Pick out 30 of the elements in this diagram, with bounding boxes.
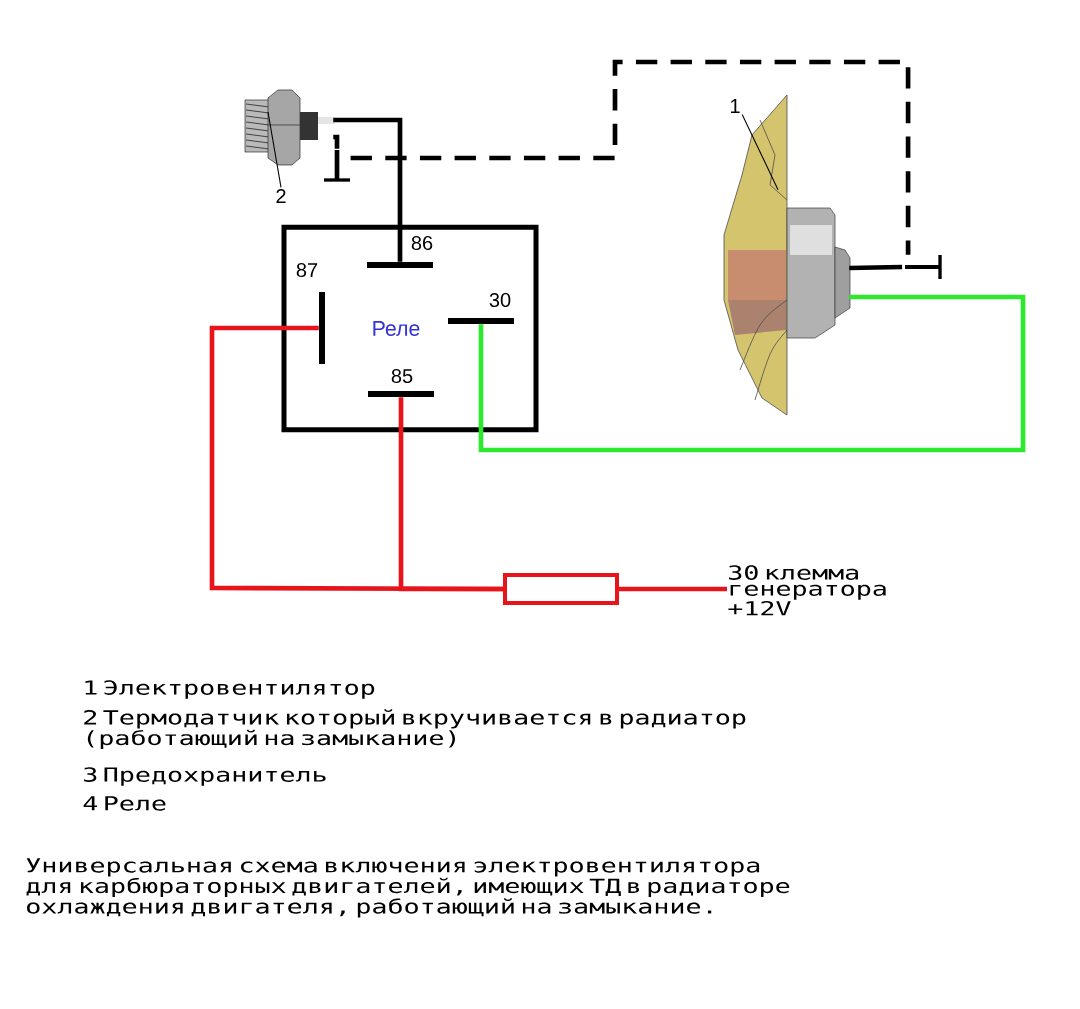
leader-line [267,111,282,188]
relay-contact: 86 [367,235,433,268]
wire [619,586,727,592]
fuse-symbol [503,573,619,605]
relay-contact: 87 [296,262,325,364]
wire [478,294,1026,453]
node-label: 85 [391,368,413,384]
legend-item: 1 Электровентилятор [85,680,375,699]
relay-contact: 85 [368,368,434,397]
wire [398,397,503,592]
wire [849,264,903,271]
relay-contact: 30 [448,292,514,324]
legend-item: 4 Реле [83,796,166,811]
node-label: 87 [296,262,318,278]
wire [333,134,340,149]
ground-symbol [905,255,942,279]
caption: Универсальная схема включения электровентилятора для карбюраторных двигателей, имеющих ТД в радиаторе охлаждения двигателя, работающий на замыкание. [26,858,790,918]
callout-number: 1 [731,99,740,113]
wire [333,117,403,262]
ground-symbol [324,150,350,182]
callout-number: 2 [276,189,286,203]
node-label: 30 [489,292,511,308]
node-label: 86 [411,235,433,251]
cooling-fan-drawing [723,94,851,416]
dashed-wire [350,59,911,255]
terminal-label: 30 клемма генератора +12V [728,565,886,616]
leader-line [741,113,779,191]
legend-item: 3 Предохранитель [84,767,326,786]
legend-item: 2 Термодатчик который вкручивается в радиатор (работающий на замыкание) [84,709,746,749]
temperature-sensor-drawing [244,89,335,166]
